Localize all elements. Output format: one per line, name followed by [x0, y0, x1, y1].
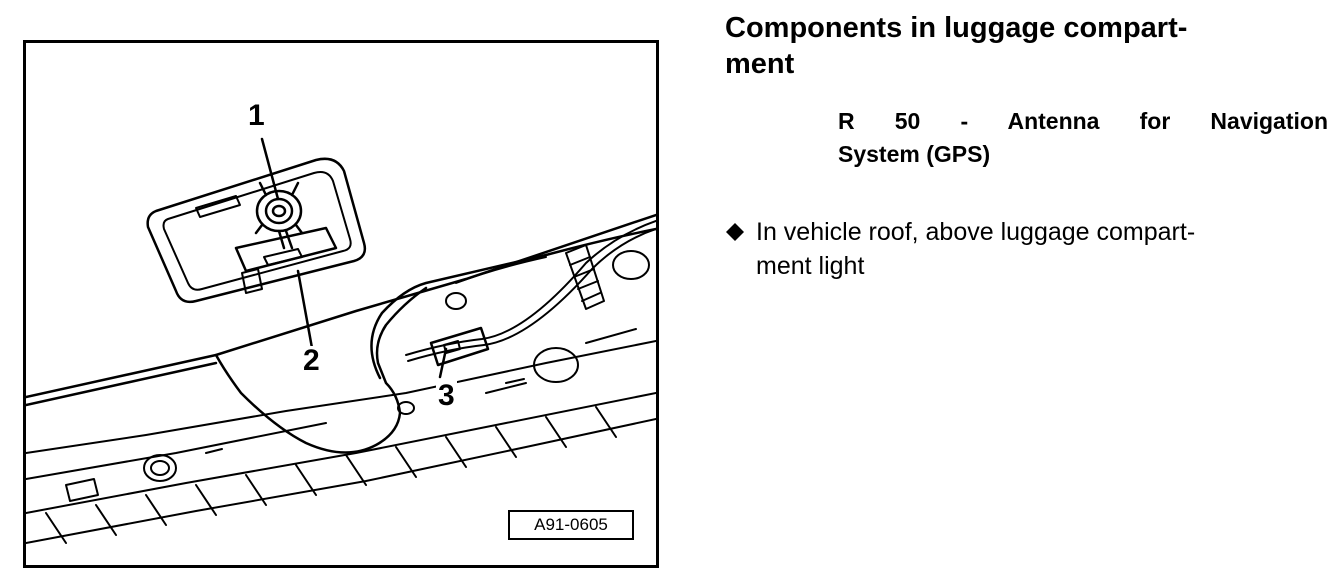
component-title: R 50 - Antenna for Navigation System (GP…: [838, 105, 1328, 171]
list-item-line-1: In vehicle roof, above luggage compart-: [756, 218, 1196, 246]
cable-harness-drawing: [405, 220, 656, 367]
luggage-compartment-drawing: [26, 137, 656, 544]
component-title-line-2: System (GPS): [838, 141, 991, 167]
leader-lines: [260, 137, 448, 379]
callout-2: 2: [301, 344, 322, 377]
list-item-line-2: ment light: [756, 252, 865, 280]
section-heading-line-2: ment: [725, 48, 795, 80]
component-title-line-1: R 50 - Antenna for Navigation: [838, 108, 1328, 134]
section-heading: Components in luggage compart- ment: [725, 10, 1325, 82]
light-housing-drawing: [146, 157, 367, 304]
notes-list: In vehicle roof, above luggage compart- …: [724, 215, 1329, 283]
body-panel-drawing: [26, 250, 656, 544]
diamond-bullet-icon: [726, 223, 744, 241]
list-item: In vehicle roof, above luggage compart- …: [724, 215, 1329, 283]
figure-reference-code: A91-0605: [508, 510, 634, 540]
callout-1: 1: [246, 99, 267, 132]
section-heading-line-1: Components in luggage compart-: [725, 12, 1188, 44]
illustration-frame: 1 2 3 A91-0605: [23, 40, 659, 568]
roof-lining-drawing: [26, 213, 656, 454]
callout-3: 3: [436, 379, 457, 412]
